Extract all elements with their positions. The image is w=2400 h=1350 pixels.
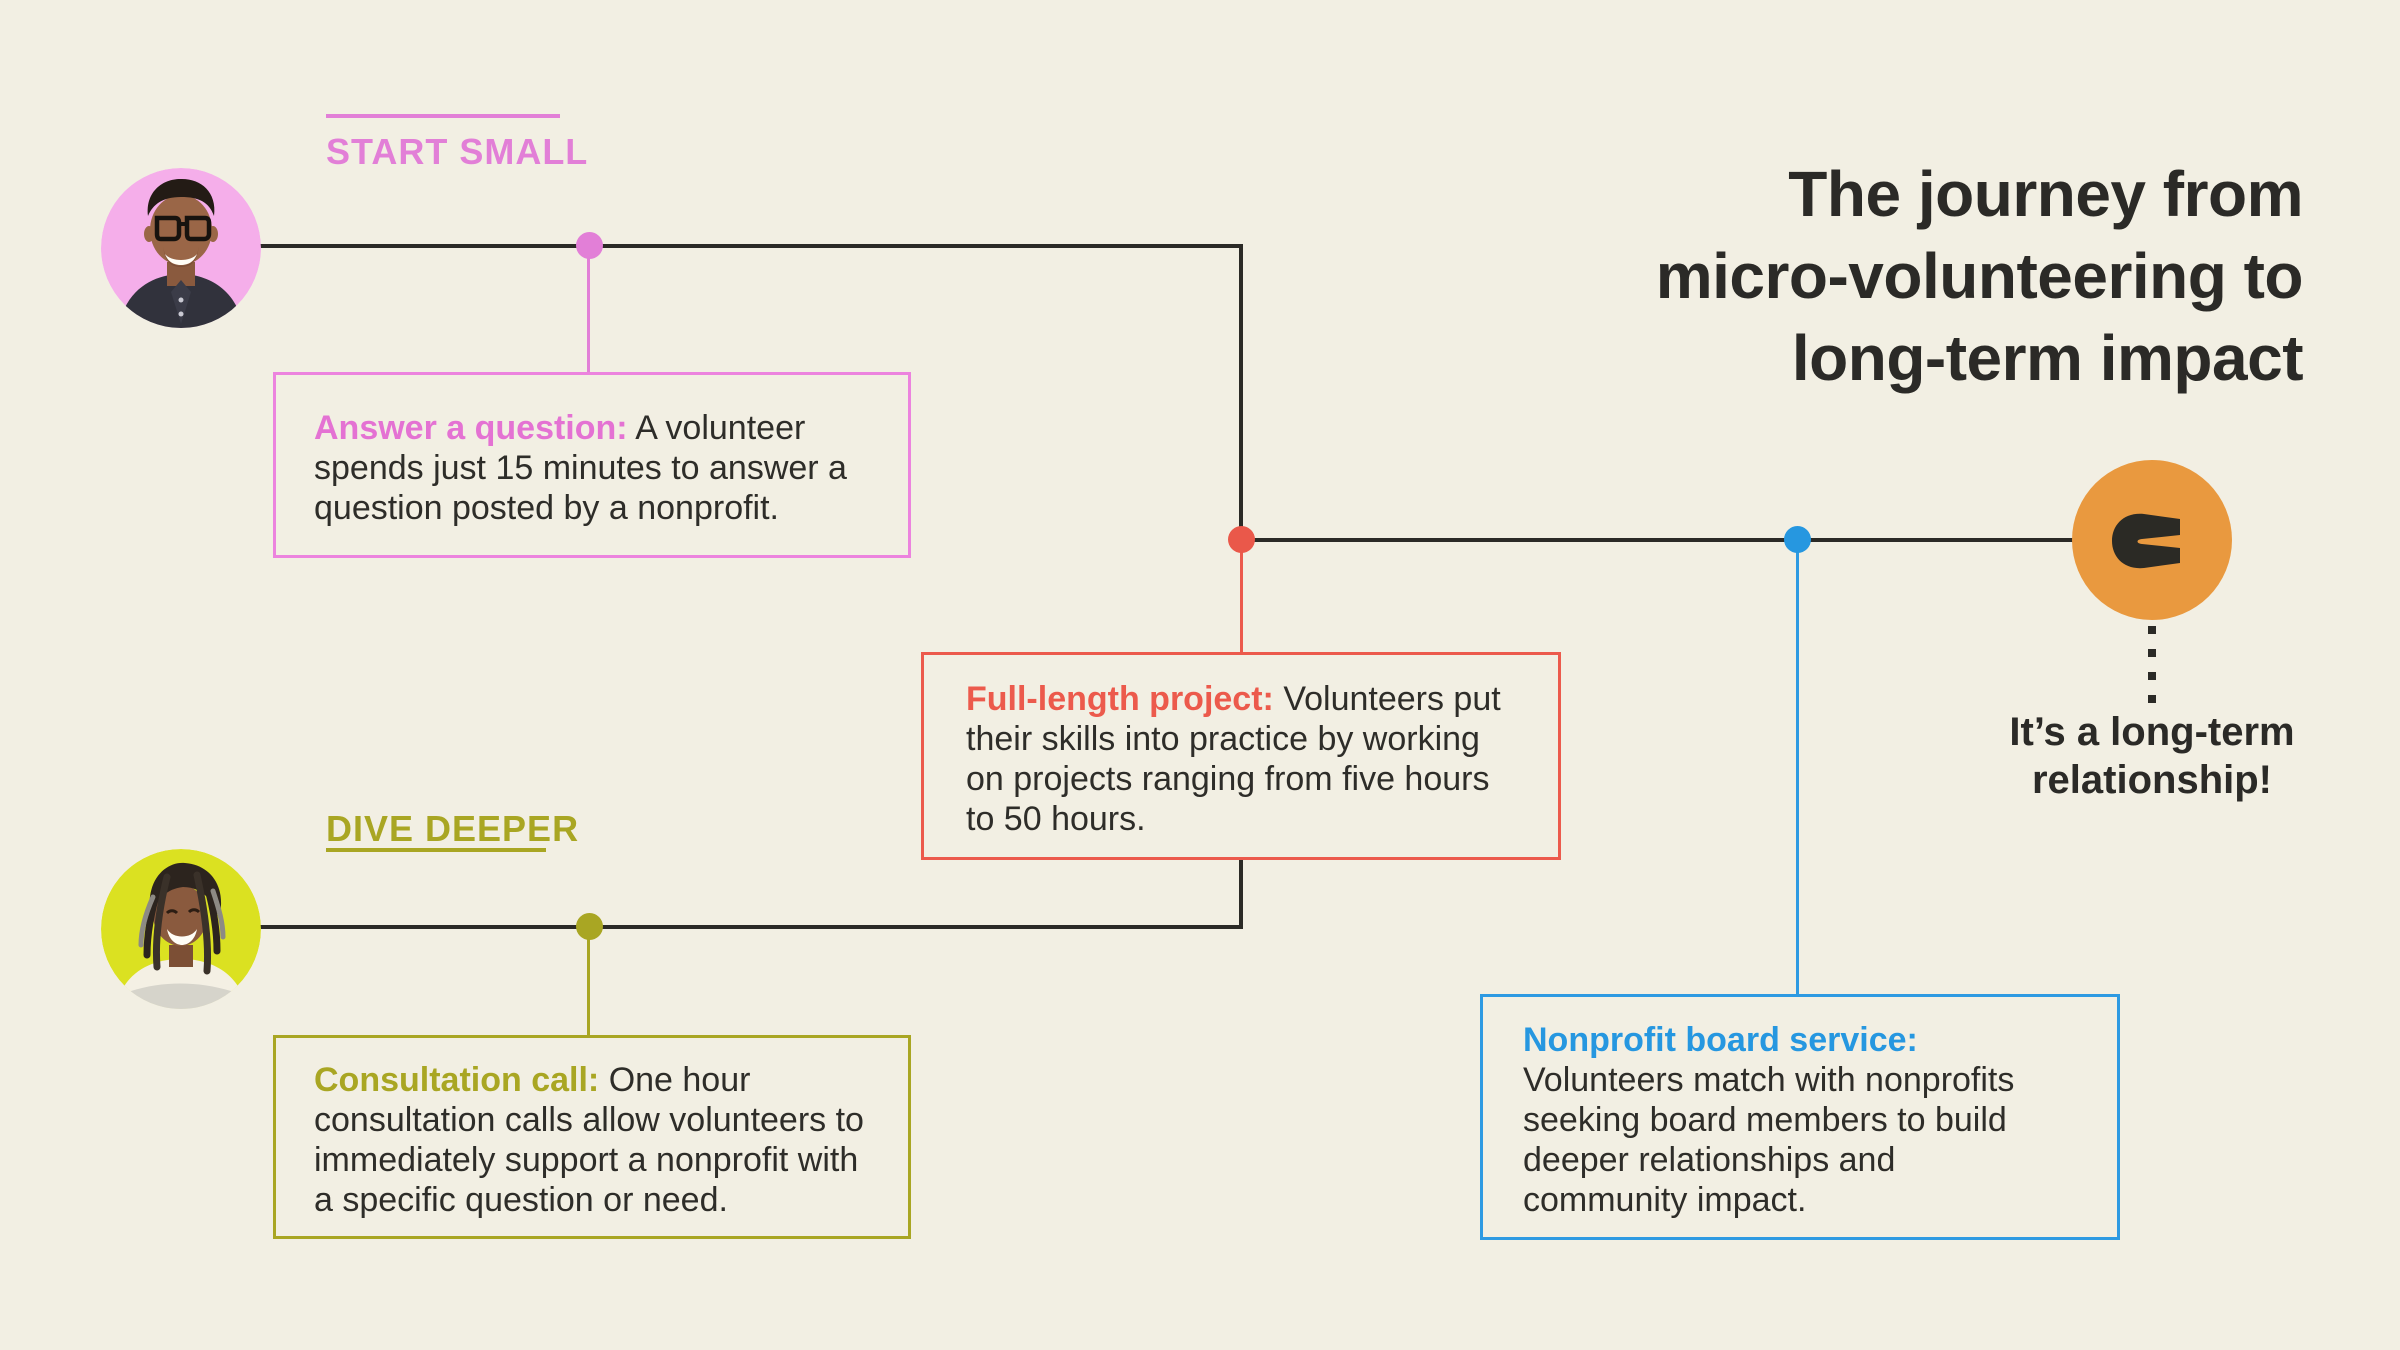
card-answer-a-question: Answer a question: A volunteer spends ju…	[273, 372, 911, 558]
journey-line-drop	[1239, 244, 1243, 542]
outcome-caption: It’s a long-term relationship!	[1977, 708, 2327, 804]
card-project-body: Volunteers put their skills into practic…	[966, 680, 1501, 838]
card-answer-heading: Answer a question:	[314, 409, 628, 447]
volunteer-avatar-woman	[101, 849, 261, 1009]
milestone-dot-board	[1784, 526, 1811, 553]
stem-answer	[587, 246, 590, 372]
brand-c-icon	[2112, 513, 2180, 569]
card-consultation-body: One hour consultation calls allow volunt…	[314, 1061, 864, 1219]
milestone-dot-answer	[576, 232, 603, 259]
female-volunteer-photo-icon	[101, 849, 261, 1009]
dot-square	[2148, 626, 2156, 634]
card-answer-body: A volunteer spends just 15 minutes to an…	[314, 409, 847, 527]
journey-line-middle	[1241, 538, 2076, 542]
stem-consultation	[587, 927, 590, 1035]
card-board-heading: Nonprofit board service:	[1523, 1021, 1918, 1059]
journey-line-bottom	[259, 925, 1243, 929]
dotted-connector	[2148, 626, 2156, 703]
volunteer-avatar-man	[101, 168, 261, 328]
stem-board	[1796, 540, 1799, 994]
stage-label-start-small: START SMALL	[326, 131, 589, 172]
male-volunteer-photo-icon	[101, 168, 261, 328]
page-title-line-1: The journey from	[1788, 157, 2303, 230]
card-board-body: Volunteers match with nonprofits seeking…	[1523, 1061, 2015, 1219]
dot-square	[2148, 695, 2156, 703]
stem-project	[1240, 540, 1243, 654]
card-consultation-call: Consultation call: One hour consultation…	[273, 1035, 911, 1239]
card-project-heading: Full-length project:	[966, 680, 1274, 718]
page-title-line-3: long-term impact	[1791, 321, 2304, 394]
card-consultation-heading: Consultation call:	[314, 1061, 600, 1099]
brand-logo-circle	[2072, 460, 2232, 620]
dot-square	[2148, 672, 2156, 680]
journey-line-top	[259, 244, 1243, 248]
card-nonprofit-board-service: Nonprofit board service: Volunteers matc…	[1480, 994, 2120, 1240]
card-full-length-project: Full-length project: Volunteers put thei…	[921, 652, 1561, 860]
start-small-overline	[326, 114, 560, 118]
dive-deeper-underline	[326, 848, 546, 852]
page-title-line-2: micro-volunteering to	[1655, 239, 2304, 312]
card-project-text: Full-length project: Volunteers put thei…	[966, 679, 1516, 839]
outcome-line-1: It’s a long-term	[2009, 710, 2295, 754]
card-consultation-text: Consultation call: One hour consultation…	[314, 1060, 870, 1220]
journey-line-rise	[1239, 855, 1243, 929]
outcome-line-2: relationship!	[2031, 758, 2273, 802]
milestone-dot-project	[1228, 526, 1255, 553]
dot-square	[2148, 649, 2156, 657]
page-title: The journey from micro-volunteering to l…	[1655, 153, 2304, 399]
stage-label-dive-deeper: DIVE DEEPER	[326, 808, 580, 849]
card-answer-text: Answer a question: A volunteer spends ju…	[314, 408, 870, 528]
card-board-text: Nonprofit board service: Volunteers matc…	[1523, 1020, 2047, 1220]
milestone-dot-consultation	[576, 913, 603, 940]
